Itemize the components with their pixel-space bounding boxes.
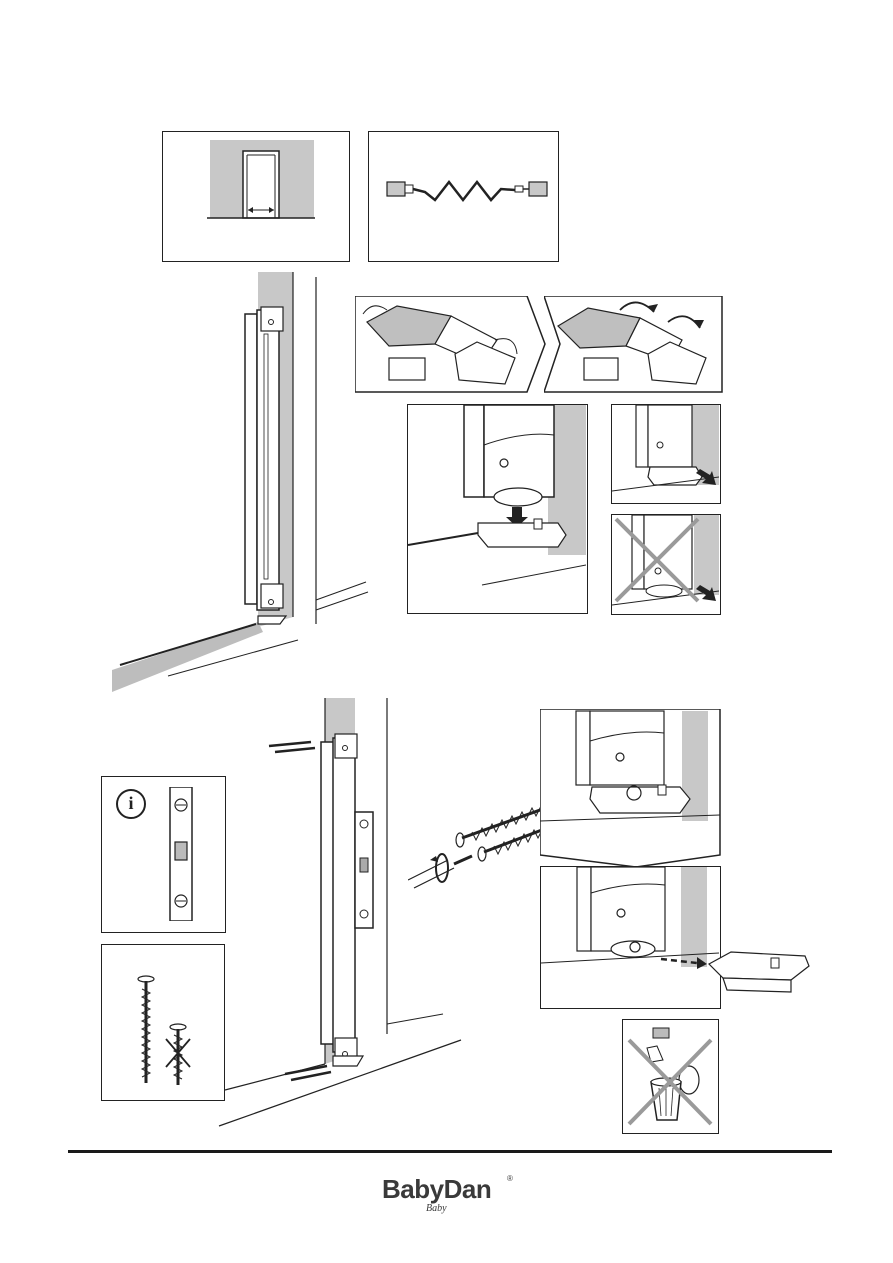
rotate-parts-panel [544, 296, 724, 394]
screw-choice-panel [101, 944, 225, 1101]
measure-opening-panel [162, 131, 350, 262]
base-attach-panel [407, 404, 588, 614]
brand-tagline: Baby [426, 1203, 447, 1214]
babydan-logo: BabyDan ® Baby [380, 1170, 520, 1226]
cord-panel [368, 131, 559, 262]
trash-bin-icon [623, 1020, 717, 1132]
removed-base-plate [705, 950, 815, 998]
do-not-discard-panel [622, 1019, 719, 1134]
brand-name: BabyDan [382, 1174, 491, 1205]
gate-frame-mounted-illustration [108, 272, 378, 692]
info-level-panel: i [101, 776, 226, 933]
screws-illustration [102, 945, 223, 1099]
doorway-width-illustration [163, 132, 348, 260]
spirit-level-icon [166, 787, 196, 921]
base-screwing-closeup [540, 709, 721, 869]
remove-base-panel [540, 866, 721, 1009]
registered-mark: ® [507, 1174, 513, 1183]
info-icon: i [116, 789, 146, 819]
footer-divider [68, 1150, 832, 1153]
gate-frame-screwing-illustration [215, 694, 465, 1134]
separate-parts-panel [355, 296, 547, 394]
base-correct-panel [611, 404, 721, 504]
cord-ends-illustration [369, 132, 557, 260]
base-incorrect-panel [611, 514, 721, 615]
